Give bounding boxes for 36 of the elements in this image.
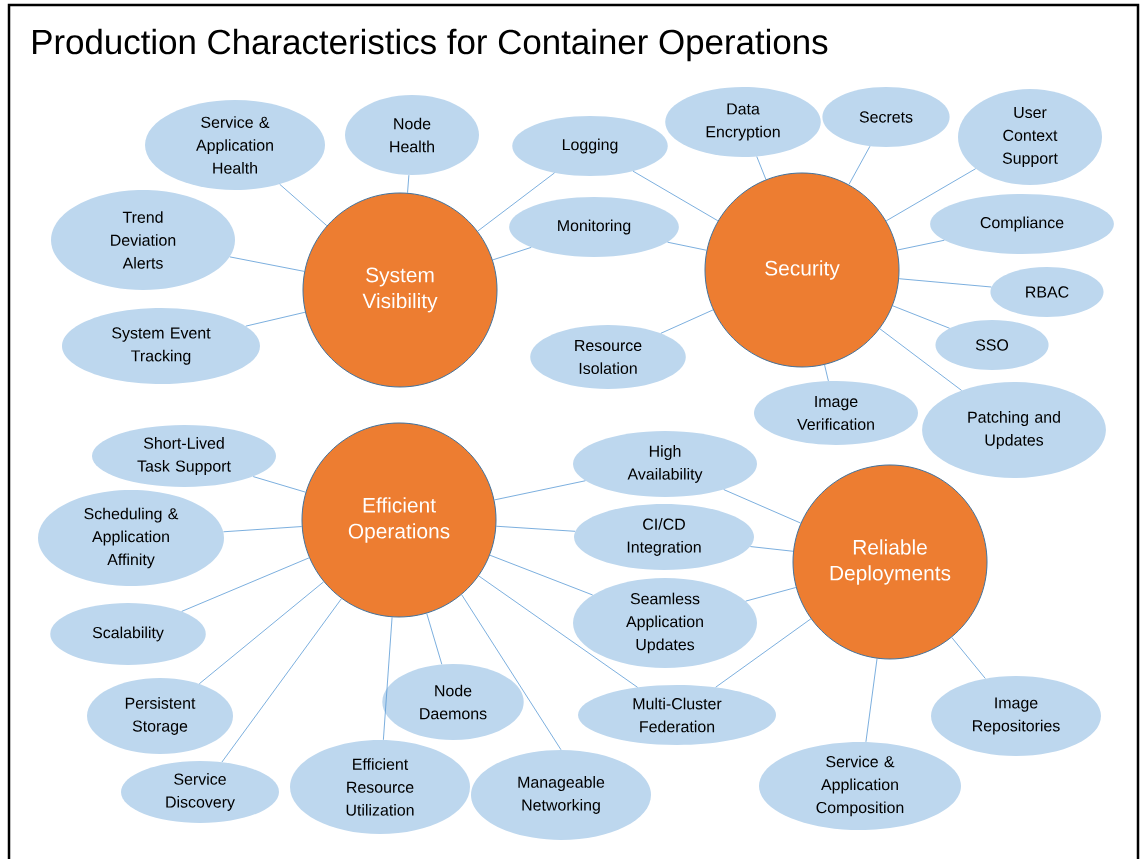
connector-line <box>632 170 719 222</box>
connector-line <box>756 156 767 180</box>
connector-line <box>477 172 555 232</box>
connector-line <box>494 480 586 501</box>
connector-line <box>892 305 950 329</box>
connector-line <box>382 616 393 741</box>
connector-line <box>951 637 986 679</box>
title: Production Characteristics for Container Operations <box>33 28 828 62</box>
connector-line <box>495 525 576 532</box>
connector-line <box>898 278 992 288</box>
connector-line <box>407 174 410 194</box>
connector-line <box>715 618 812 688</box>
connector-line <box>879 328 962 391</box>
connector-line <box>229 256 305 272</box>
connector-line <box>223 526 303 533</box>
connector-line <box>824 364 829 382</box>
connector-line <box>478 575 638 688</box>
connector-line <box>461 594 562 751</box>
connector-line <box>252 476 306 493</box>
connector-line <box>279 183 328 227</box>
connector-line <box>489 554 594 596</box>
connector-line <box>897 239 945 251</box>
connector-line <box>723 489 801 524</box>
connector-line <box>745 587 797 602</box>
connector-line <box>865 658 878 743</box>
connector-line <box>885 168 977 222</box>
connector-line <box>245 311 306 327</box>
connector-line <box>848 145 871 185</box>
connector-line <box>221 598 342 763</box>
connector-line <box>492 247 532 261</box>
connector-line <box>660 309 714 334</box>
connector-line <box>750 546 794 552</box>
connector-line <box>667 241 707 251</box>
connector-line <box>181 557 310 612</box>
connector-line <box>426 613 443 665</box>
connector-line <box>198 581 324 685</box>
